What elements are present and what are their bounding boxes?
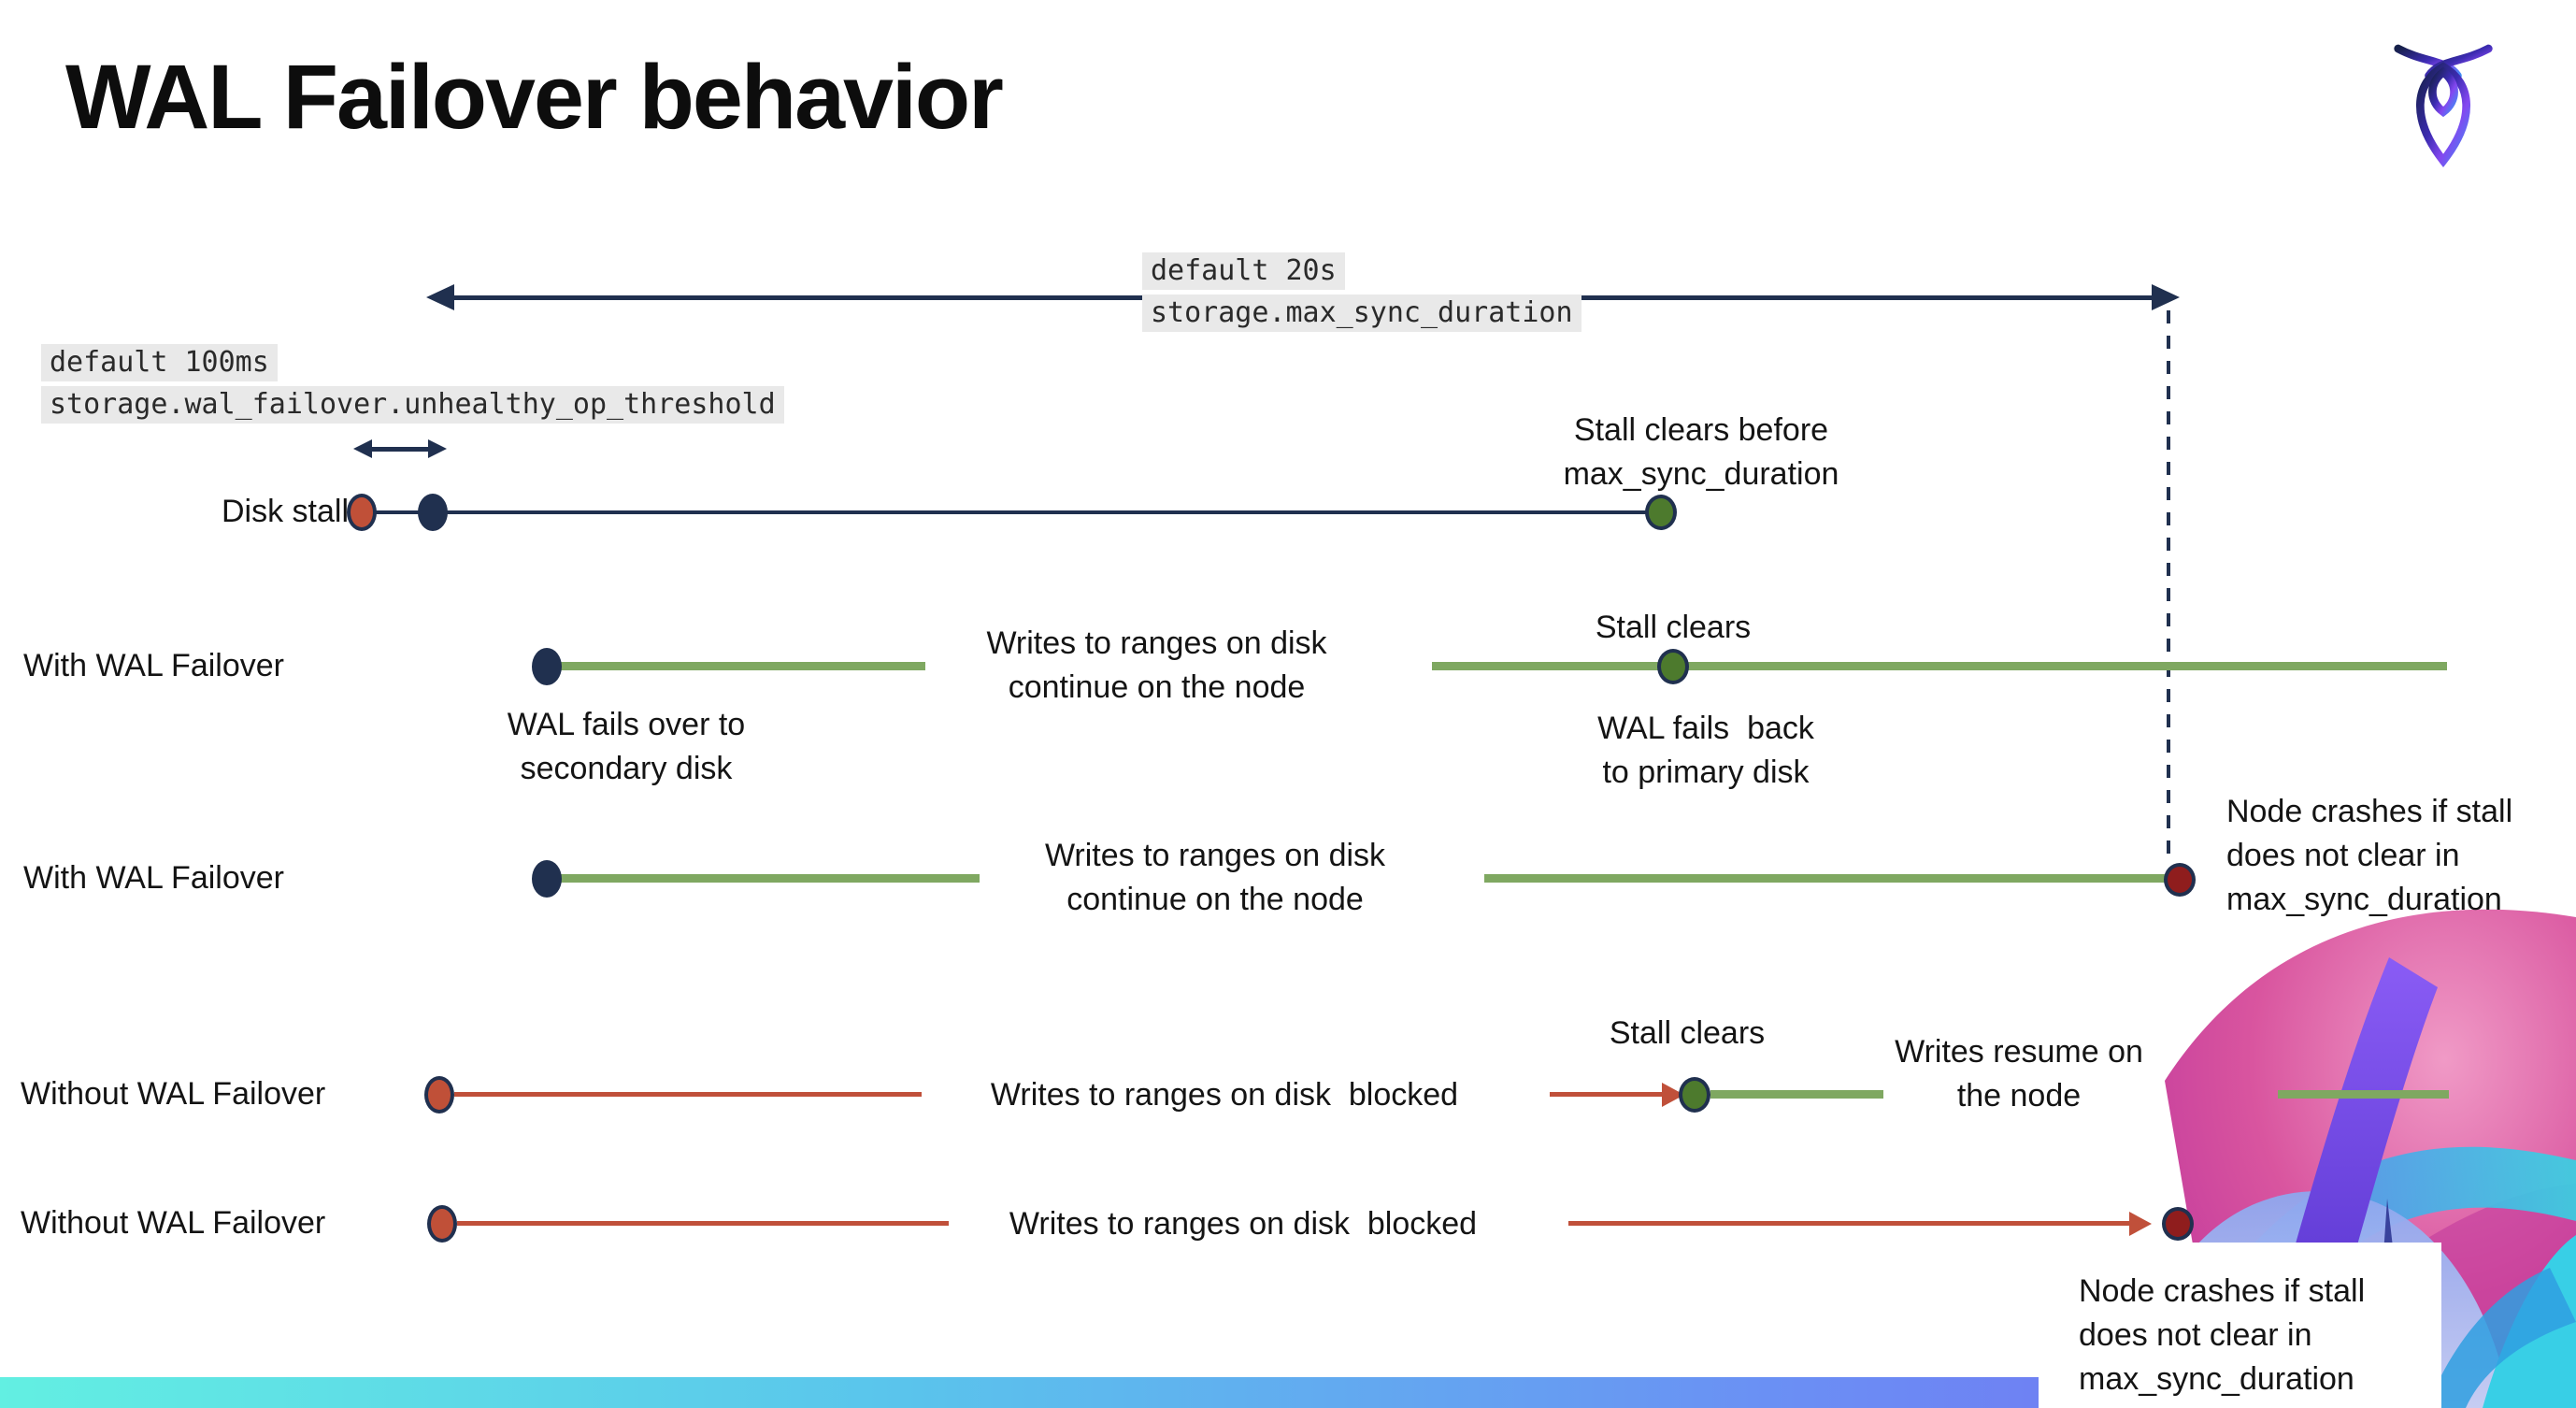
- timeline-line: [1550, 1092, 1664, 1097]
- timeline-line: [1710, 1090, 1883, 1099]
- callout-writes-resume: Writes resume on the node: [1895, 1034, 2143, 1113]
- callout-writes-blocked: Writes to ranges on disk blocked: [990, 1077, 1459, 1113]
- cockroachdb-logo-icon: [2394, 44, 2493, 167]
- stall-clear-dot: [1657, 649, 1689, 684]
- timeline-line: [1432, 662, 2447, 670]
- threshold-arrow-line: [370, 447, 430, 452]
- page-title: WAL Failover behavior: [65, 46, 1004, 148]
- timeline-line: [1484, 874, 2167, 883]
- callout-writes-continue: Writes to ranges on disk continue on the…: [986, 625, 1327, 705]
- row-label-disk-stalls: Disk stalls: [222, 494, 365, 529]
- timeline-line: [555, 662, 925, 670]
- callout-writes-blocked: Writes to ranges on disk blocked: [1009, 1206, 1478, 1242]
- timeline-line: [362, 510, 1661, 514]
- stall-clear-dot: [1679, 1077, 1710, 1113]
- setting-default-value: default 20s: [1142, 252, 1345, 290]
- arrow-right-head-icon: [428, 439, 447, 458]
- arrow-right-head-icon: [2152, 284, 2180, 310]
- callout-wal-fails-back: WAL fails back to primary disk: [1597, 711, 1814, 790]
- disk-stall-start-dot: [347, 494, 377, 531]
- setting-name: storage.max_sync_duration: [1142, 295, 1581, 332]
- timeline-line: [457, 1221, 949, 1226]
- disk-stall-start-dot: [427, 1205, 457, 1243]
- row-label-with-wal-failover-2: With WAL Failover: [23, 860, 284, 896]
- unhealthy-op-threshold-setting-label: default 100ms storage.wal_failover.unhea…: [41, 344, 784, 424]
- callout-stall-clears: Stall clears: [1609, 1015, 1766, 1051]
- failover-threshold-dot: [418, 494, 448, 531]
- row-label-without-wal-failover-1: Without WAL Failover: [21, 1076, 326, 1112]
- callout-node-crashes: Node crashes if stall does not clear in …: [2226, 794, 2513, 917]
- callout-stall-clears-before: Stall clears before max_sync_duration: [1563, 412, 1839, 492]
- max-sync-deadline-dashed-line: [2167, 310, 2170, 862]
- timeline-line: [1568, 1221, 2129, 1226]
- max-sync-duration-setting-label: default 20s storage.max_sync_duration: [1142, 252, 1581, 332]
- arrow-right-head-icon: [2129, 1212, 2152, 1236]
- failover-dot: [532, 860, 562, 898]
- stall-clear-dot: [1645, 495, 1677, 530]
- arrow-left-head-icon: [426, 284, 454, 310]
- callout-node-crashes: Node crashes if stall does not clear in …: [2079, 1273, 2366, 1397]
- row-label-without-wal-failover-2: Without WAL Failover: [21, 1205, 326, 1241]
- callout-stall-clears: Stall clears: [1595, 610, 1752, 645]
- row-label-with-wal-failover-1: With WAL Failover: [23, 648, 284, 683]
- node-crash-dot: [2162, 1207, 2194, 1241]
- callout-wal-fails-over: WAL fails over to secondary disk: [507, 707, 746, 786]
- timeline-line: [555, 874, 980, 883]
- setting-default-value: default 100ms: [41, 344, 278, 381]
- arrow-left-head-icon: [353, 439, 372, 458]
- callout-writes-continue: Writes to ranges on disk continue on the…: [1044, 838, 1386, 917]
- failover-dot: [532, 648, 562, 685]
- timeline-line: [454, 1092, 922, 1097]
- timeline-line: [2278, 1090, 2449, 1099]
- disk-stall-start-dot: [424, 1076, 454, 1113]
- node-crash-label-box: [2039, 1243, 2441, 1408]
- setting-name: storage.wal_failover.unhealthy_op_thresh…: [41, 386, 784, 424]
- node-crash-dot: [2164, 863, 2196, 897]
